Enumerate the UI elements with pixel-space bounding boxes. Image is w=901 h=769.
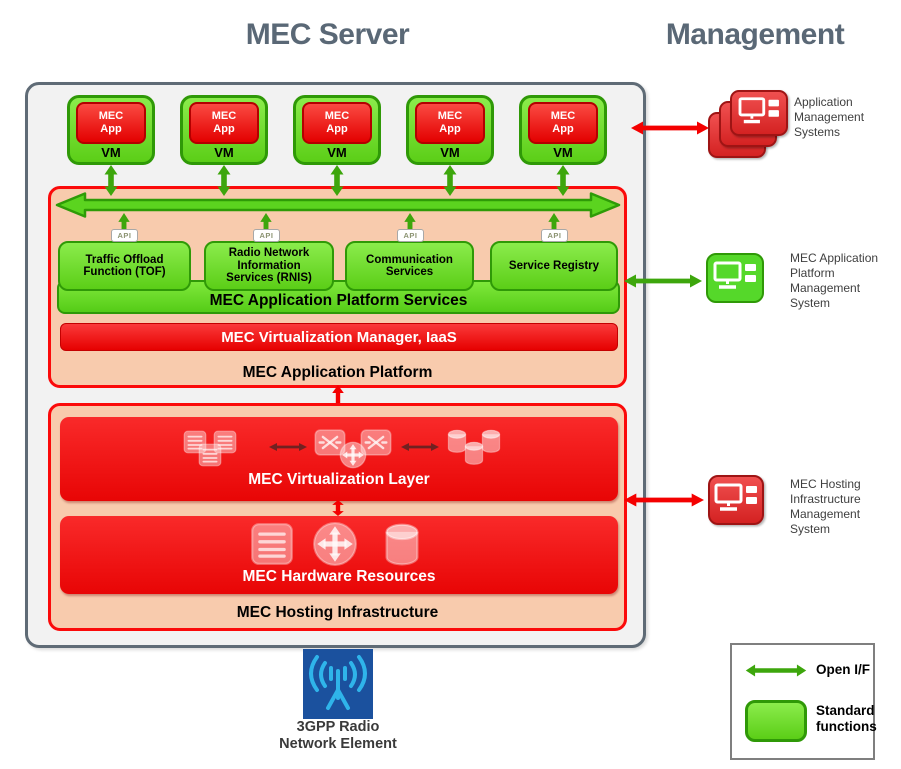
- vm-bus-arrow: [443, 165, 457, 196]
- vm-label: VM: [327, 145, 347, 160]
- vm-label: VM: [440, 145, 460, 160]
- mec-app-box: MEC App: [415, 102, 485, 144]
- computer-icon: [714, 483, 759, 511]
- api-badge: API: [397, 229, 424, 242]
- computer-icon: [738, 97, 781, 124]
- virtualization-manager-label: MEC Virtualization Manager, IaaS: [221, 328, 457, 346]
- vm-box: MEC App VM: [180, 95, 268, 165]
- mec-app-label: MEC App: [98, 110, 124, 135]
- computer-icon: [713, 261, 758, 289]
- service-box-rnis: Radio Network Information Services (RNIS…: [204, 241, 334, 291]
- hosting-management-system-icon: [708, 475, 764, 525]
- mec-app-box: MEC App: [528, 102, 598, 144]
- service-label: Service Registry: [508, 259, 600, 272]
- virtualization-layer-box: MEC Virtualization Layer: [60, 417, 618, 501]
- mgmt-arrow-red: [631, 121, 709, 135]
- vm-box: MEC App VM: [293, 95, 381, 165]
- mec-app-box: MEC App: [302, 102, 372, 144]
- radio-network-element-label: 3GPP Radio Network Element: [279, 719, 397, 752]
- antenna-icon: [303, 649, 373, 719]
- mec-app-box: MEC App: [189, 102, 259, 144]
- database-icon: [385, 523, 419, 566]
- service-label: Traffic Offload Function (TOF): [83, 253, 166, 279]
- mec-app-label: MEC App: [211, 110, 237, 135]
- mec-app-label: MEC App: [324, 110, 350, 135]
- service-label: Communication Services: [366, 253, 453, 279]
- mgmt-arrow-green: [624, 274, 702, 288]
- link-arrow: [401, 443, 439, 451]
- vm-bus-arrow: [104, 165, 118, 196]
- application-management-systems-label: Application Management Systems: [794, 95, 865, 139]
- mgmt-arrow-red: [624, 493, 704, 507]
- vm-box: MEC App VM: [406, 95, 494, 165]
- hardware-resources-label: MEC Hardware Resources: [242, 568, 436, 585]
- api-badge: API: [111, 229, 138, 242]
- service-box-communication: Communication Services: [345, 241, 474, 291]
- service-box-tof: Traffic Offload Function (TOF): [58, 241, 191, 291]
- hosting-infrastructure-label: MEC Hosting Infrastructure: [236, 604, 439, 621]
- title-mec-server: MEC Server: [245, 18, 410, 51]
- application-management-systems-icon: [708, 90, 788, 160]
- hardware-resources-box: MEC Hardware Resources: [60, 516, 618, 594]
- vm-label: VM: [101, 145, 121, 160]
- api-badge: API: [541, 229, 568, 242]
- vm-bus-arrow: [556, 165, 570, 196]
- mec-app-label: MEC App: [550, 110, 576, 135]
- router-icon: [313, 522, 357, 566]
- platform-bus-arrow: [55, 192, 621, 218]
- legend-open-if-arrow: [745, 664, 807, 677]
- platform-services-title: MEC Application Platform Services: [209, 292, 468, 309]
- mec-app-label: MEC App: [437, 110, 463, 135]
- virtualization-manager-bar: MEC Virtualization Manager, IaaS: [60, 323, 618, 351]
- platform-label: MEC Application Platform: [242, 364, 433, 381]
- vm-label: VM: [553, 145, 573, 160]
- vm-bus-arrow: [217, 165, 231, 196]
- server-icon: [198, 443, 222, 467]
- platform-management-system-label: MEC Application Platform Management Syst…: [790, 251, 879, 310]
- api-badge: API: [253, 229, 280, 242]
- database-icon: [464, 441, 484, 465]
- vm-bus-arrow: [330, 165, 344, 196]
- hosting-management-system-label: MEC Hosting Infrastructure Management Sy…: [790, 477, 861, 536]
- server-icon: [250, 522, 294, 566]
- stacked-card-front: [730, 90, 788, 136]
- service-label: Radio Network Information Services (RNIS…: [226, 247, 312, 285]
- legend-standard-functions-swatch: [745, 700, 807, 742]
- router-icon: [339, 441, 367, 469]
- virt-hw-arrow: [332, 500, 344, 516]
- legend-open-if-label: Open I/F: [816, 662, 870, 677]
- vm-box: MEC App VM: [67, 95, 155, 165]
- service-box-registry: Service Registry: [490, 241, 618, 291]
- vm-label: VM: [214, 145, 234, 160]
- mec-app-box: MEC App: [76, 102, 146, 144]
- title-management: Management: [665, 18, 845, 51]
- legend-standard-functions-label: Standard functions: [816, 703, 877, 734]
- legend-box: Open I/F Standard functions: [730, 643, 877, 760]
- virtualization-layer-label: MEC Virtualization Layer: [248, 471, 430, 488]
- vm-box: MEC App VM: [519, 95, 607, 165]
- platform-management-system-icon: [706, 253, 764, 303]
- link-arrow: [269, 443, 307, 451]
